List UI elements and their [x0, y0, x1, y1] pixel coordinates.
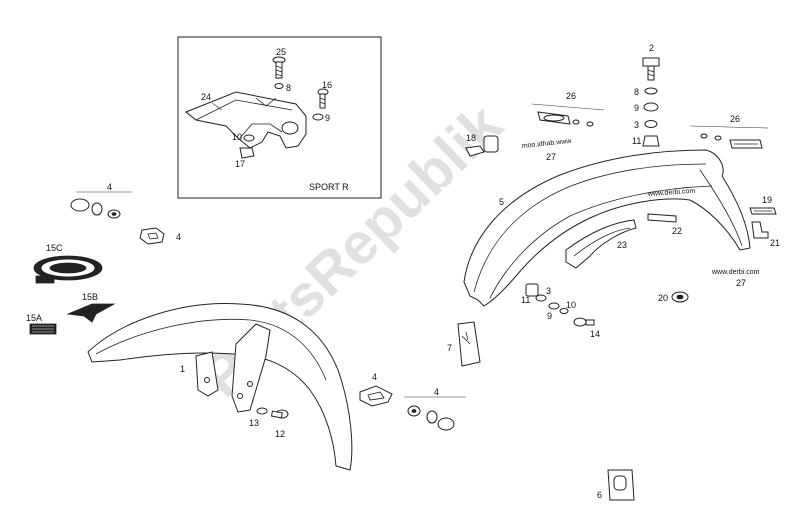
svg-text:27: 27 — [736, 278, 746, 288]
svg-text:26: 26 — [566, 91, 576, 101]
part-13-washer: 13 — [249, 407, 268, 428]
svg-text:21: 21 — [770, 238, 780, 248]
svg-text:3: 3 — [634, 120, 639, 130]
callout-24: 24 — [201, 92, 211, 102]
part-26-decal-left: 26 — [531, 91, 605, 127]
inset-title: SPORT R — [309, 182, 349, 192]
part-23-panel: 23 — [565, 219, 637, 269]
part-8-washer — [274, 83, 284, 89]
svg-text:18: 18 — [466, 133, 476, 143]
svg-text:9: 9 — [547, 311, 552, 321]
part-22-strip: 22 — [647, 213, 682, 236]
svg-text:14: 14 — [590, 329, 600, 339]
callout-25: 25 — [276, 47, 286, 57]
part-1-front-fender: 1 — [87, 303, 353, 471]
callout-8-inset: 8 — [286, 83, 291, 93]
part-18-grommet: 18 — [465, 133, 499, 157]
svg-text:15B: 15B — [82, 292, 98, 302]
svg-text:8: 8 — [634, 87, 639, 97]
part-27-decal-right: www.derbi.com 27 — [711, 269, 760, 288]
svg-text:9: 9 — [634, 103, 639, 113]
part-25-screw — [272, 56, 286, 79]
part-20-grommet: 20 — [658, 291, 689, 303]
part-11-nut-lower: 11 — [521, 283, 539, 305]
svg-text:www.derbi.com: www.derbi.com — [711, 269, 760, 276]
part-15b-decal: 15B — [66, 292, 116, 323]
callout-1: 1 — [180, 364, 185, 374]
svg-text:4: 4 — [372, 372, 377, 382]
svg-text:12: 12 — [275, 429, 285, 439]
callout-4-top-left: 4 — [107, 182, 112, 192]
part-2-screw: 2 — [642, 43, 660, 81]
svg-text:4: 4 — [434, 387, 439, 397]
part-15c-decal: 15C — [33, 243, 103, 284]
part-5-rear-fender: www.derbi.com 5 — [463, 149, 751, 307]
callout-10-inset: 10 — [232, 132, 242, 142]
part-9-washer-lower: 9 — [547, 302, 560, 321]
part-10-washer — [243, 134, 255, 142]
callout-5: 5 — [499, 197, 504, 207]
svg-text:19: 19 — [762, 195, 772, 205]
part-21-bracket: 21 — [751, 221, 780, 248]
part-27-decal-left: moo.idhab.www 27 — [521, 138, 572, 162]
part-10-washer-lower: 10 — [559, 300, 576, 314]
part-4-clip-center: 4 — [359, 372, 393, 407]
svg-text:11: 11 — [521, 295, 530, 305]
part-6-bracket: 6 — [597, 469, 635, 501]
part-12-screw: 12 — [270, 409, 289, 439]
fender-url: www.derbi.com — [647, 188, 696, 198]
part-4-clip-set-lower: 4 — [404, 387, 466, 431]
svg-text:10: 10 — [566, 300, 576, 310]
part-4-clip-set-left: 4 — [70, 182, 132, 219]
part-7-mudflap: 7 — [447, 321, 481, 367]
svg-text:3: 3 — [546, 286, 551, 296]
svg-text:26: 26 — [730, 114, 740, 124]
callout-16: 16 — [322, 80, 332, 90]
part-8-washer-rear: 8 — [634, 87, 658, 97]
svg-text:23: 23 — [617, 240, 627, 250]
part-26-decal-right: 26 — [689, 114, 769, 149]
inset-sport-r: SPORT R 25 8 24 16 9 10 17 — [177, 36, 382, 199]
part-14-screw: 14 — [573, 317, 600, 339]
part-4-clip-left: 4 — [139, 227, 181, 245]
callout-17: 17 — [235, 159, 245, 169]
part-3-washer-lower: 3 — [535, 286, 551, 302]
part-16-screw — [317, 88, 329, 109]
inset-frame — [177, 36, 382, 199]
part-17-nut — [239, 147, 255, 159]
part-3-washer-rear: 3 — [634, 120, 658, 130]
part-9-washer-rear: 9 — [634, 102, 659, 113]
svg-text:2: 2 — [649, 43, 654, 53]
callout-9-inset: 9 — [325, 113, 330, 123]
svg-text:moo.idhab.www: moo.idhab.www — [521, 138, 572, 150]
svg-text:15A: 15A — [26, 313, 42, 323]
part-9-washer — [312, 113, 324, 121]
svg-text:7: 7 — [447, 343, 452, 353]
part-15a-decal: 15A — [26, 313, 57, 335]
svg-text:22: 22 — [672, 226, 682, 236]
svg-text:20: 20 — [658, 293, 668, 303]
svg-text:15C: 15C — [46, 243, 63, 253]
svg-text:11: 11 — [632, 136, 641, 146]
svg-text:13: 13 — [249, 418, 259, 428]
part-19-decal: 19 — [749, 195, 777, 215]
callout-4-left: 4 — [176, 232, 181, 242]
part-11-nut-rear: 11 — [632, 135, 660, 147]
svg-text:6: 6 — [597, 490, 602, 500]
svg-text:27: 27 — [546, 152, 556, 162]
